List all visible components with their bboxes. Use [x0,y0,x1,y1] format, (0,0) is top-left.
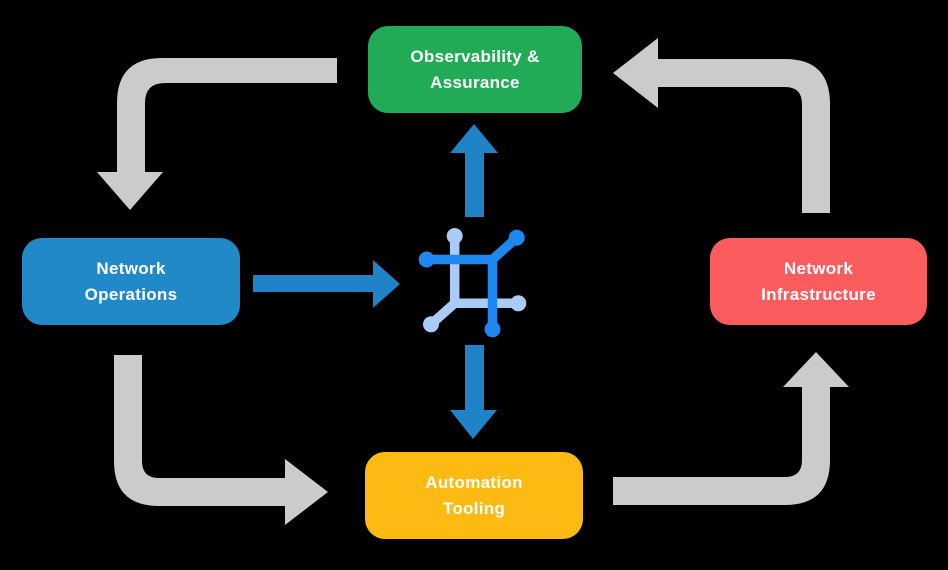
node-network-operations: Network Operations [22,238,240,325]
node-label-line: Assurance [430,72,520,92]
icon-dark-strokes [418,229,525,338]
icon-light-strokes [423,228,527,333]
arrow-observability-to-operations [97,58,337,210]
node-label-line: Operations [84,284,178,304]
node-observability-assurance: Observability & Assurance [368,26,582,113]
arrow-operations-to-automation [114,355,328,525]
node-network-infrastructure: Network Infrastructure [710,238,927,325]
node-label-line: Automation [425,472,523,492]
node-label-line: Observability & [410,46,540,66]
node-label-line: Network [783,258,854,278]
node-label-line: Tooling [442,498,506,518]
node-label-line: Network [96,258,166,278]
arrow-infrastructure-to-observability [613,38,830,213]
arrow-automation-to-infrastructure [613,352,849,505]
arrow-operations-to-center [253,260,400,308]
arrow-center-to-automation [450,345,497,439]
network-automation-icon [418,228,527,338]
node-automation-tooling: Automation Tooling [365,452,583,539]
node-label-line: Infrastructure [761,284,876,304]
arrow-center-to-observability [450,124,498,217]
